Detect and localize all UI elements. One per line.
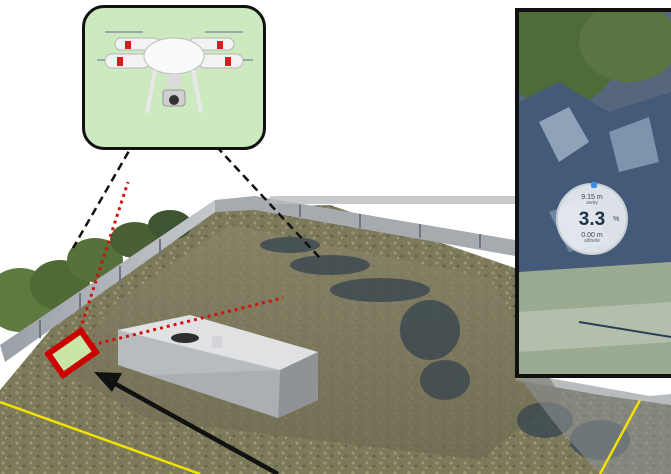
camera-footprint-icon	[43, 326, 101, 380]
camera-hud: 9.15 m away 3.3 % 0.00 m altitude	[556, 182, 628, 255]
hud-marker-icon	[591, 182, 597, 188]
camera-view-inset: 9.15 m away 3.3 % 0.00 m altitude	[515, 8, 671, 378]
central-building	[118, 315, 318, 418]
hud-altitude-label: altitude	[583, 238, 601, 244]
drone-callout	[82, 5, 266, 150]
hud-distance: 9.15 m	[581, 194, 603, 201]
boundary-line-right	[598, 399, 642, 474]
view-cone-bottom	[91, 296, 284, 347]
hud-main-unit: %	[613, 216, 620, 223]
back-fence-top	[270, 196, 515, 204]
hud-main-value: 3.3	[578, 209, 606, 230]
wall-posts	[39, 205, 481, 338]
courtyard-floor	[60, 225, 560, 460]
pointer-arrow-icon	[94, 372, 280, 474]
left-wall	[0, 200, 215, 362]
hud-altitude: 0.00 m	[581, 232, 603, 239]
right-wall	[515, 372, 671, 474]
hud-distance-label: away	[586, 200, 598, 206]
view-cone-top	[78, 181, 130, 331]
back-wall	[215, 196, 515, 256]
boundary-line-left	[0, 400, 201, 474]
drone-icon	[97, 31, 253, 114]
